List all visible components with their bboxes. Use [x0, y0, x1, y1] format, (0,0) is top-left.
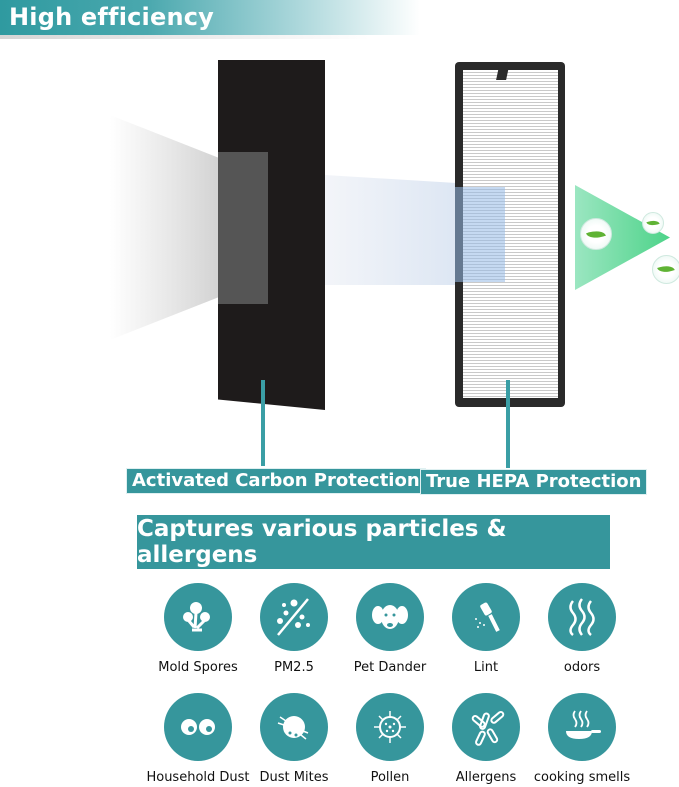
particle-item: Pollen [342, 693, 438, 785]
hepa-callout-line [506, 380, 510, 468]
pm25-icon [260, 583, 328, 651]
leaf-icon [642, 212, 664, 234]
leaf-icon [580, 218, 612, 250]
banner-shadow [0, 35, 370, 39]
leaf-icon [652, 255, 679, 284]
particle-item: PM2.5 [246, 583, 342, 675]
frying-pan-icon [548, 693, 616, 761]
hepa-label: True HEPA Protection [420, 469, 648, 495]
carbon-callout-line [261, 380, 265, 466]
particle-item: Pet Dander [342, 583, 438, 675]
header-banner: High efficiency [0, 0, 420, 35]
allergens-icon [452, 693, 520, 761]
particle-item: Lint [438, 583, 534, 675]
particle-item: Allergens [438, 693, 534, 785]
dust-eyes-icon [164, 693, 232, 761]
particle-item: odors [534, 583, 630, 675]
mold-spores-icon [164, 583, 232, 651]
particles-row-1: Mold Spores PM2.5 Pet Dander Lint odors [150, 583, 630, 675]
particle-label: Mold Spores [158, 660, 238, 675]
hepa-airflow-overlay [455, 187, 505, 282]
particle-label: Pollen [370, 770, 410, 785]
dust-mite-icon [260, 693, 328, 761]
odor-waves-icon [548, 583, 616, 651]
particle-label: Lint [473, 660, 499, 675]
carbon-airflow-overlay [218, 152, 268, 304]
particle-item: Mold Spores [150, 583, 246, 675]
pollen-icon [356, 693, 424, 761]
carbon-label: Activated Carbon Protection [126, 468, 426, 494]
particle-label: PM2.5 [274, 660, 314, 675]
particle-item: cooking smells [534, 693, 630, 785]
particle-label: Pet Dander [353, 660, 427, 675]
particle-item: Household Dust [146, 693, 250, 785]
particles-row-2: Household Dust Dust Mites Pollen Allerge… [146, 693, 630, 785]
particle-item: Dust Mites [246, 693, 342, 785]
lint-roller-icon [452, 583, 520, 651]
particle-label: cooking smells [533, 770, 631, 785]
particle-label: Allergens [455, 770, 517, 785]
banner-title: High efficiency [9, 3, 215, 31]
particle-label: Household Dust [146, 770, 250, 785]
particle-label: odors [563, 660, 601, 675]
particle-label: Dust Mites [259, 770, 329, 785]
dog-icon [356, 583, 424, 651]
particles-heading: Captures various particles & allergens [137, 515, 610, 569]
